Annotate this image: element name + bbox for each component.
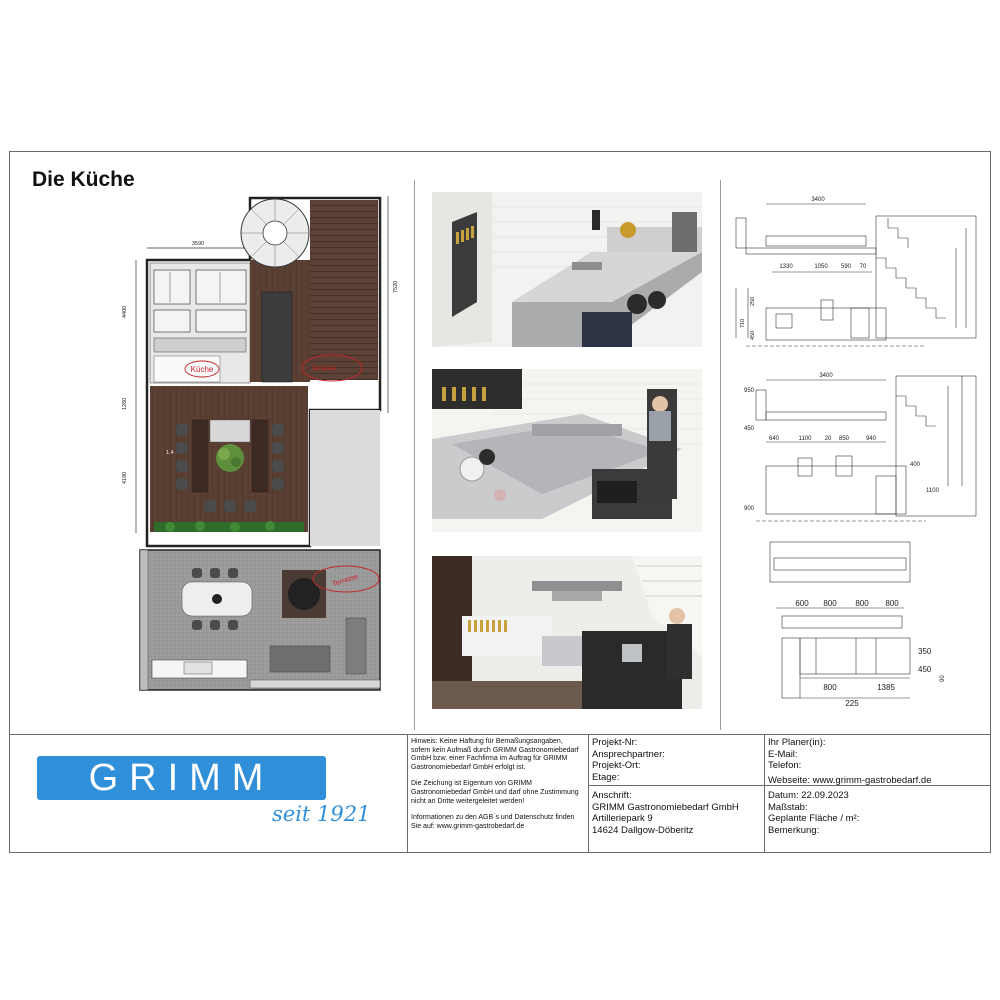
floor-plan: 3590 4400 1260 4180 7520 Küche xyxy=(122,196,399,691)
website-link[interactable]: Webseite: www.grimm-gastrobedarf.de xyxy=(768,774,932,786)
company-city: 14624 Dallgow-Döberitz xyxy=(592,824,694,836)
kitchen-render-1 xyxy=(432,192,702,347)
terrace-upper-label: Terrasse xyxy=(312,365,337,372)
kitchen-label: Küche xyxy=(191,365,214,374)
elev3-bottom-single: 225 xyxy=(845,699,859,708)
table-label: 1.4 xyxy=(166,450,174,456)
divider-right xyxy=(720,180,721,730)
remark-label: Bemerkung: xyxy=(768,824,820,836)
elev1-seg-1: 1330 xyxy=(779,264,793,270)
elev1-seg-2: 1050 xyxy=(814,264,828,270)
elevation-drawing-3: 600 800 800 800 800 1385 225 350 450 90 xyxy=(769,541,946,708)
floor-label: Etage: xyxy=(592,771,620,783)
date-field: Datum: 22.09.2023 xyxy=(768,790,849,801)
dim-left-lower: 4180 xyxy=(122,472,128,484)
elev2-seg-3: 20 xyxy=(825,436,832,442)
elev1-width: 3400 xyxy=(811,197,825,203)
elev2-h-2: 450 xyxy=(744,426,755,432)
project-location-label: Projekt-Ort: xyxy=(592,760,641,771)
elev3-h-3: 90 xyxy=(940,675,946,682)
dim-height-right: 7520 xyxy=(393,281,399,293)
dim-left-mid: 1260 xyxy=(122,398,128,410)
company-street: Artilleriepark 9 xyxy=(592,813,653,824)
phone-label: Telefon: xyxy=(768,760,802,771)
elev2-h-5: 1100 xyxy=(926,488,940,494)
kitchen-render-3 xyxy=(432,556,702,709)
elev2-seg-2: 1100 xyxy=(799,436,813,442)
elev3-bottom-2: 1385 xyxy=(877,683,895,692)
title-block: GRIMM seit 1921 Hinweis: Keine Haftung f… xyxy=(10,735,990,852)
page-title: Die Küche xyxy=(32,168,135,191)
address-label: Anschrift: xyxy=(592,790,632,801)
elev3-top-4: 800 xyxy=(885,599,899,608)
divider-left xyxy=(414,180,415,730)
elev2-seg-4: 850 xyxy=(839,436,850,442)
dim-top-width: 3590 xyxy=(192,241,204,247)
scale-label: Maßstab: xyxy=(768,801,808,813)
elev1-seg-4: 70 xyxy=(860,264,867,270)
elev1-h-1: 710 xyxy=(740,319,746,328)
elev2-h-3: 900 xyxy=(744,506,755,512)
kitchen-render-2 xyxy=(432,369,702,532)
dim-left-upper: 4400 xyxy=(122,306,128,318)
logo-tagline: seit 1921 xyxy=(272,802,371,826)
elev3-h-1: 350 xyxy=(918,647,932,656)
title-block-divider xyxy=(10,734,990,735)
elev1-h-2: 250 xyxy=(750,297,756,306)
elevation-drawing-2: 3400 640 1100 20 850 940 950 450 900 400… xyxy=(744,373,977,522)
disclaimer-liability: Hinweis: Keine Haftung für Bemaßungsanga… xyxy=(411,738,579,771)
elev2-h-1: 950 xyxy=(744,388,755,394)
contact-person-label: Ansprechpartner: xyxy=(592,748,665,760)
elev1-seg-3: 590 xyxy=(841,264,852,270)
elev2-seg-1: 640 xyxy=(769,436,780,442)
planner-label: Ihr Planer(in): xyxy=(768,737,826,748)
elev3-bottom-1: 800 xyxy=(823,683,837,692)
elevation-drawing-1: 3400 1330 1050 590 70 710 250 450 xyxy=(735,197,977,347)
email-label: E-Mail: xyxy=(768,748,798,760)
elev1-h-3: 450 xyxy=(750,331,756,340)
elev2-seg-5: 940 xyxy=(866,436,877,442)
disclaimer-agb: Informationen zu den AGB´s und Datenschu… xyxy=(411,814,575,830)
drawing-sheet: Die Küche 3590 4400 xyxy=(9,151,991,853)
project-number-label: Projekt-Nr: xyxy=(592,737,638,748)
elev2-h-4: 400 xyxy=(910,462,921,468)
logo-text: GRIMM xyxy=(88,757,275,799)
disclaimer-ownership: Die Zeichung ist Eigentum von GRIMM Gast… xyxy=(411,780,579,805)
elev2-width: 3400 xyxy=(819,373,833,379)
planned-area-label: Geplante Fläche / m²: xyxy=(768,813,860,824)
elev3-top-2: 800 xyxy=(823,599,837,608)
company-name: GRIMM Gastronomiebedarf GmbH xyxy=(592,801,739,813)
elev3-h-2: 450 xyxy=(918,665,932,674)
elev3-top-1: 600 xyxy=(795,599,809,608)
elev3-top-3: 800 xyxy=(855,599,869,608)
